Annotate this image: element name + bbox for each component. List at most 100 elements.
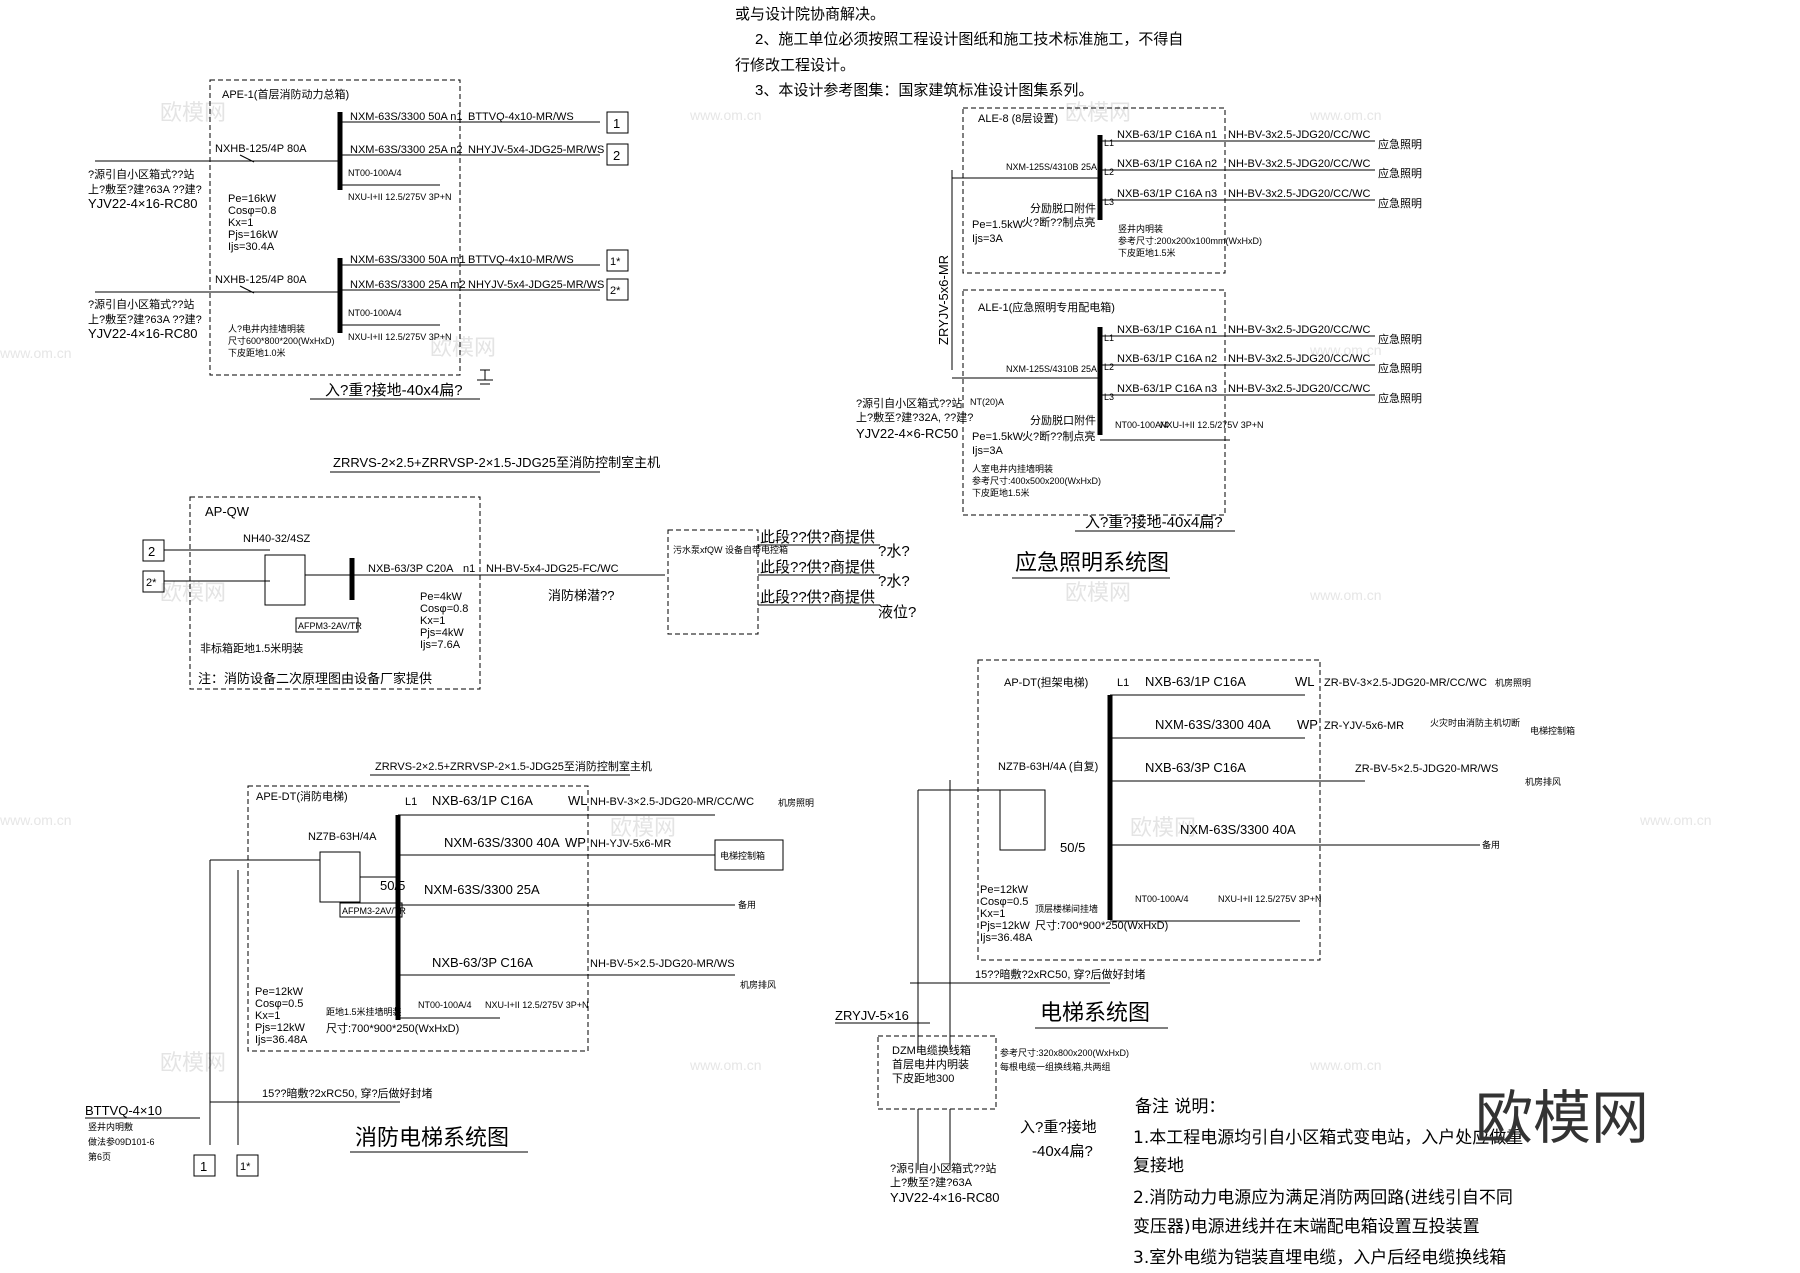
ape1-box-4 bbox=[606, 278, 629, 301]
el-l3: 机房排风 bbox=[1525, 776, 1561, 787]
watermark-url: www.om.cn bbox=[1309, 587, 1382, 603]
watermark: 欧模网 bbox=[160, 581, 226, 606]
el-ground-1: 入?重?接地 bbox=[1020, 1119, 1097, 1136]
apqw-afpm: AFPM3-2AV/TR bbox=[298, 621, 362, 631]
fe-param: Pe=12kW bbox=[255, 986, 304, 998]
ape1-spd-a-1: NT00-100A/4 bbox=[348, 168, 402, 178]
fe-ctrl-box bbox=[714, 839, 784, 871]
ape1-c3: BTTVQ-4x10-MR/WS bbox=[468, 254, 574, 266]
ale8-param: Ijs=3A bbox=[972, 233, 1004, 245]
apqw-afpm-box bbox=[295, 617, 359, 633]
fe-b4: NXB-63/3P C16A bbox=[432, 955, 533, 970]
notes-line: 1.本工程电源均引自小区箱式变电站，入户处应做重 bbox=[1133, 1128, 1523, 1148]
apqw-w1: ?水? bbox=[878, 543, 910, 560]
ale8-ph3: L3 bbox=[1104, 197, 1114, 207]
em-src-1: ?源引自小区箱式??站 bbox=[856, 396, 962, 410]
ape1-inc1-breaker: NXHB-125/4P 80A bbox=[215, 143, 307, 155]
fe-l4: 机房排风 bbox=[740, 979, 776, 990]
el-ats-box bbox=[999, 789, 1046, 851]
fe-box-2-label: 1* bbox=[240, 1161, 251, 1173]
apqw-ctrl-cable: ZRRVS-2×2.5+ZRRVSP-2×1.5-JDG25至消防控制室主机 bbox=[333, 455, 660, 470]
fire-elevator-diagram: ZRRVS-2×2.5+ZRRVSP-2×1.5-JDG25至消防控制室主机 A… bbox=[85, 759, 814, 1177]
el-fire-cut: 火灾时由消防主机切断 bbox=[1430, 717, 1520, 728]
ale1-cable-3: NH-BV-3x2.5-JDG20/CC/WC bbox=[1228, 383, 1370, 395]
apqw-load: 消防梯潜?? bbox=[548, 588, 614, 603]
fe-install-2: 尺寸:700*900*250(WxHxD) bbox=[326, 1021, 459, 1035]
ape1-box-3 bbox=[606, 249, 629, 272]
ale8-main-brk: NXM-125S/4310B 25A bbox=[1006, 162, 1097, 172]
apqw-s1: 此段??供?商提供 bbox=[760, 529, 875, 546]
ale1-param: Ijs=3A bbox=[972, 445, 1004, 457]
apqw-w3: 液位? bbox=[878, 604, 916, 621]
el-t1: WL bbox=[1295, 674, 1315, 689]
ape1-box-3-label: 1* bbox=[610, 256, 621, 268]
apqw-note: 注：消防设备二次原理图由设备厂家提供 bbox=[198, 671, 432, 686]
fe-f2: 做法参09D101-6 bbox=[88, 1136, 155, 1147]
fe-param: Kx=1 bbox=[255, 1010, 280, 1022]
ape1-source-1: ?源引自小区箱式??站 bbox=[88, 167, 194, 181]
ale8-load-3: 应急照明 bbox=[1378, 196, 1422, 210]
fe-phase: L1 bbox=[405, 796, 417, 808]
ale8-title: ALE-8 (8层设置) bbox=[978, 112, 1058, 125]
ape1-box-2 bbox=[606, 143, 629, 166]
em-diagram-title: 应急照明系统图 bbox=[1015, 550, 1169, 575]
fe-ats: NZ7B-63H/4A bbox=[308, 831, 377, 843]
ale1-load-1: 应急照明 bbox=[1378, 332, 1422, 346]
fe-afpm-box bbox=[339, 902, 403, 918]
fe-ratio: 50/5 bbox=[380, 878, 405, 893]
ale1-ba: NXB-63/1P C16A n1 bbox=[1117, 324, 1217, 336]
el-c1: ZR-BV-3×2.5-JDG20-MR/CC/WC bbox=[1324, 677, 1487, 689]
ale8-ph1: L1 bbox=[1104, 138, 1114, 148]
ape1-install-line: 尺寸600*800*200(WxHxD) bbox=[228, 335, 335, 346]
ape1-inc2-breaker: NXHB-125/4P 80A bbox=[215, 274, 307, 286]
notes-line: 2.消防动力电源应为满足消防两回路(进线引自不同 bbox=[1133, 1188, 1513, 1208]
ape1-b1: NXM-63S/3300 50A n1 bbox=[350, 111, 463, 123]
ape1-b3: NXM-63S/3300 50A m1 bbox=[350, 254, 466, 266]
el-param: Pjs=12kW bbox=[980, 920, 1030, 932]
notes-head: 备注 说明： bbox=[1135, 1097, 1225, 1117]
ape1-box-1 bbox=[606, 111, 629, 134]
apqw-install: 非标箱距地1.5米明装 bbox=[200, 641, 303, 655]
el-t2: WP bbox=[1297, 717, 1318, 732]
ape1-install: 人?电井内挂墙明装 尺寸600*800*200(WxHxD) 下皮距地1.0米 bbox=[228, 323, 335, 358]
el-b2: NXM-63S/3300 40A bbox=[1155, 717, 1271, 732]
watermark: 欧模网 bbox=[430, 336, 496, 361]
fe-l3: 备用 bbox=[738, 899, 756, 910]
el-params: Pe=12kW Cosφ=0.5 Kx=1 Pjs=12kW Ijs=36.48… bbox=[980, 884, 1033, 944]
fe-param: Ijs=36.48A bbox=[255, 1034, 308, 1046]
ale1-install: 下皮距地1.5米 bbox=[972, 487, 1030, 498]
ale1-title: ALE-1(应急照明专用配电箱) bbox=[978, 300, 1115, 314]
fe-param: Cosφ=0.5 bbox=[255, 998, 303, 1010]
elevator-diagram: AP-DT(担架电梯) NZ7B-63H/4A (自复) 50/5 L1 NXB… bbox=[835, 659, 1575, 1205]
ale8-cable-2: NH-BV-3x2.5-JDG20/CC/WC bbox=[1228, 158, 1370, 170]
fe-t2: WP bbox=[565, 835, 586, 850]
apqw-title: AP-QW bbox=[205, 504, 250, 519]
fe-ats-box bbox=[319, 851, 361, 903]
watermark-url: www.om.cn bbox=[0, 812, 72, 828]
apqw-circuit: n1 bbox=[463, 563, 475, 575]
ape1-source-2b: 上?敷至?建?63A ??建? bbox=[88, 312, 202, 326]
em-riser-label: ZRYJV-5x6-MR bbox=[936, 255, 951, 345]
fe-param: Pjs=12kW bbox=[255, 1022, 305, 1034]
notes-block: 备注 说明： 1.本工程电源均引自小区箱式变电站，入户处应做重 复接地 2.消防… bbox=[1133, 1097, 1523, 1268]
ale1-enclosure bbox=[962, 289, 1226, 516]
fe-pipe: 15??暗敷?2xRC50, 穿?后做好封堵 bbox=[262, 1086, 433, 1100]
ape1-c4: NHYJV-5x4-JDG25-MR/WS bbox=[468, 279, 604, 291]
el-c2: ZR-YJV-5x6-MR bbox=[1324, 720, 1404, 732]
ale1-install: 参考尺寸:400x500x200(WxHxD) bbox=[972, 475, 1101, 486]
em-ground: 入?重?接地-40x4扁? bbox=[1085, 514, 1223, 531]
fe-params: Pe=12kW Cosφ=0.5 Kx=1 Pjs=12kW Ijs=36.48… bbox=[255, 986, 308, 1046]
apqw-cable: NH-BV-5x4-JDG25-FC/WC bbox=[486, 563, 619, 575]
el-param: Cosφ=0.5 bbox=[980, 896, 1028, 908]
ape1-cable-1b: YJV22-4×16-RC80 bbox=[88, 326, 197, 341]
apqw-params: Pe=4kW Cosφ=0.8 Kx=1 Pjs=4kW Ijs=7.6A bbox=[420, 591, 468, 651]
apqw-param: Pjs=4kW bbox=[420, 627, 464, 639]
apqw-brk: NXB-63/3P C20A bbox=[368, 563, 454, 575]
el-param: Ijs=36.48A bbox=[980, 932, 1033, 944]
watermark: 欧模网 bbox=[1065, 581, 1131, 606]
watermark-url: www.om.cn bbox=[689, 107, 762, 123]
ale8-install: 参考尺寸:200x200x100mm(WxHxD) bbox=[1118, 235, 1262, 246]
ale8-cable-1: NH-BV-3x2.5-JDG20/CC/WC bbox=[1228, 129, 1370, 141]
fe-f1: 竖井内明敷 bbox=[88, 1121, 133, 1132]
fe-enclosure bbox=[247, 785, 589, 1052]
